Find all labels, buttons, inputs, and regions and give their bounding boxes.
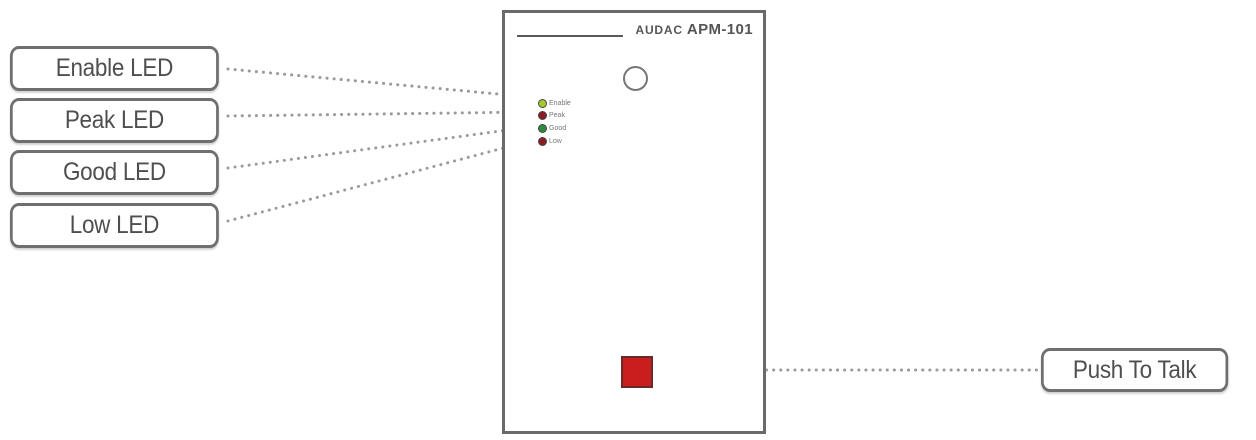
callout-push-to-talk-label: Push To Talk bbox=[1072, 355, 1197, 384]
enable-led-label: Enable bbox=[549, 99, 571, 107]
good-led-label: Good bbox=[549, 124, 567, 132]
callout-peak-led-label: Peak LED bbox=[64, 106, 164, 134]
led-peak: Peak bbox=[538, 110, 565, 120]
callout-enable-led-label: Enable LED bbox=[55, 54, 174, 82]
microphone-grille-icon bbox=[623, 66, 648, 91]
callout-push-to-talk: Push To Talk bbox=[1041, 348, 1229, 392]
callout-enable-led: Enable LED bbox=[10, 46, 219, 91]
callout-peak-led: Peak LED bbox=[10, 98, 219, 143]
enable-led-icon bbox=[538, 98, 547, 108]
callout-good-led: Good LED bbox=[10, 150, 219, 195]
good-led-icon bbox=[538, 123, 547, 133]
leader-line-enable bbox=[226, 67, 532, 99]
callout-low-led-label: Low LED bbox=[69, 211, 160, 239]
led-good: Good bbox=[538, 123, 566, 133]
brand-divider-line bbox=[517, 35, 623, 37]
leader-line-low bbox=[226, 139, 532, 223]
low-led-label: Low bbox=[549, 137, 562, 145]
leader-line-peak bbox=[226, 110, 532, 118]
low-led-icon bbox=[538, 136, 547, 146]
led-enable: Enable bbox=[538, 98, 571, 108]
model-name: APM-101 bbox=[686, 21, 753, 38]
peak-led-label: Peak bbox=[549, 111, 565, 119]
leader-line-good bbox=[226, 125, 532, 170]
callout-low-led: Low LED bbox=[10, 203, 219, 248]
brand-name: AUDAC bbox=[635, 23, 683, 37]
led-low: Low bbox=[538, 136, 562, 146]
callout-good-led-label: Good LED bbox=[62, 158, 166, 186]
push-to-talk-button[interactable] bbox=[621, 356, 653, 388]
peak-led-icon bbox=[538, 110, 547, 120]
